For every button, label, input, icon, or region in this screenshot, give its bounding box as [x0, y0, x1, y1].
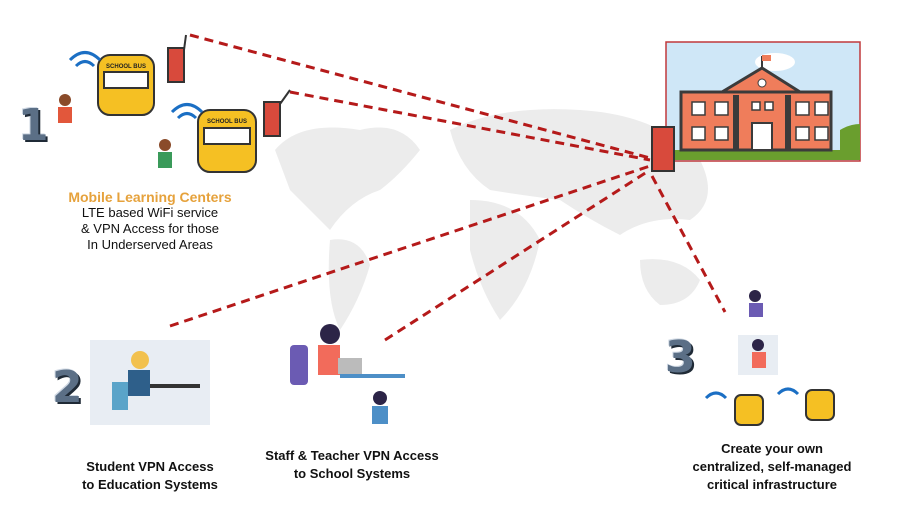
caption-line: Staff & Teacher VPN Access: [265, 448, 439, 463]
bus-label: SCHOOL BUS: [207, 119, 247, 125]
staff-vpn-caption: Staff & Teacher VPN Access to School Sys…: [252, 447, 452, 483]
wifi-icon: [68, 51, 800, 400]
caption-line: LTE based WiFi service: [81, 205, 219, 220]
world-map: [275, 109, 708, 330]
mobile-learning-title: Mobile Learning Centers: [68, 189, 232, 205]
caption-line: centralized, self-managed: [692, 459, 852, 474]
school-building-icon: [665, 41, 861, 162]
caption-line: to School Systems: [293, 466, 411, 481]
student-vpn-caption: Student VPN Access to Education Systems: [50, 458, 250, 494]
student-laptop-icon: [58, 94, 172, 168]
step-number-3: 3: [665, 332, 696, 383]
caption-line: Student VPN Access: [86, 459, 214, 474]
infrastructure-caption: Create your own centralized, self-manage…: [672, 440, 872, 494]
caption-line: In Underserved Areas: [87, 237, 213, 252]
caption-line: to Education Systems: [82, 477, 218, 492]
mobile-learning-caption: Mobile Learning Centers LTE based WiFi s…: [50, 189, 250, 253]
caption-line: Create your own: [721, 441, 823, 456]
connection-lines: [169, 33, 727, 342]
caption-line: & VPN Access for those: [80, 221, 219, 236]
bus-label: SCHOOL BUS: [106, 64, 146, 70]
step-number-2: 2: [52, 362, 83, 413]
caption-line: critical infrastructure: [706, 477, 838, 492]
teacher-desk-icon: [90, 290, 778, 425]
router-icon: [167, 34, 675, 172]
step-number-1: 1: [18, 100, 49, 151]
school-bus-icon: [97, 54, 835, 426]
